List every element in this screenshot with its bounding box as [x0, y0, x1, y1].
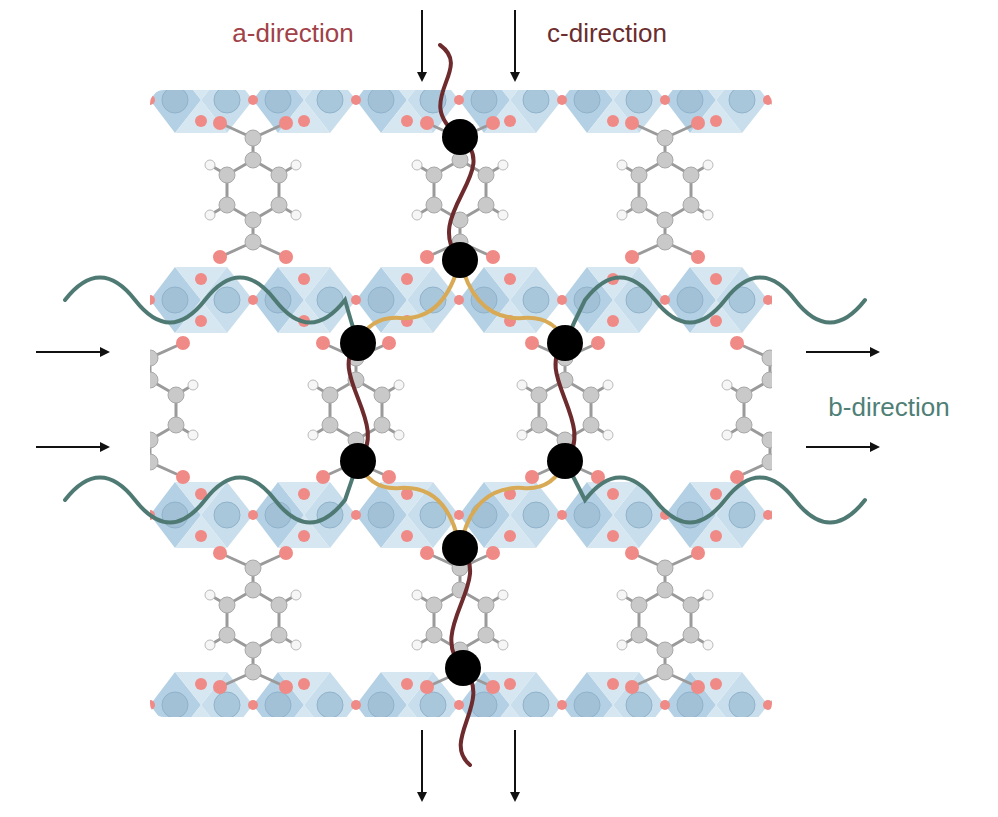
direction-label: a-direction [232, 19, 353, 48]
direction-label: b-direction [828, 393, 949, 422]
direction-arrows [36, 10, 878, 800]
crystal-structure [150, 90, 772, 717]
atom-markers [340, 119, 583, 686]
direction-label: c-direction [547, 19, 667, 48]
vibration-modes [65, 45, 865, 765]
